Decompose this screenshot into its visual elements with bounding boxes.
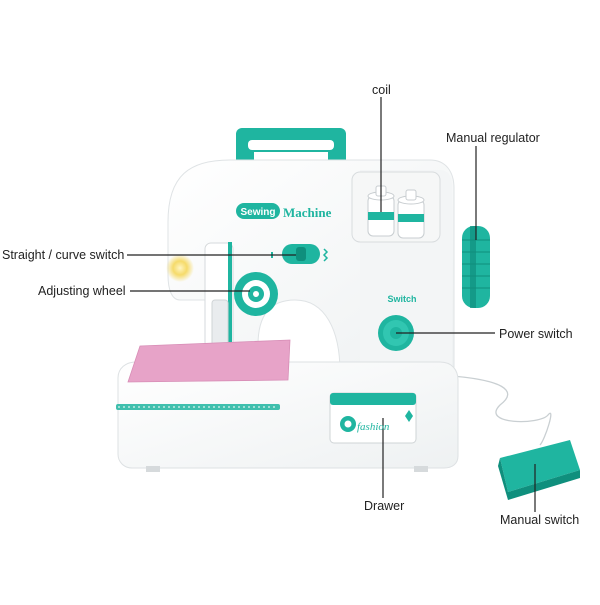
leader-lines	[127, 97, 536, 512]
label-manual-regulator: Manual regulator	[446, 131, 540, 145]
logo-machine-text: Machine	[283, 205, 332, 220]
drawer	[329, 392, 417, 444]
thread-compartment	[351, 171, 441, 243]
pedal-cord	[451, 375, 552, 446]
switch-text: Switch	[387, 294, 416, 304]
brand-logo	[236, 203, 280, 219]
label-straight-curve-switch: Straight / curve switch	[2, 248, 125, 262]
coil-spools	[367, 185, 425, 239]
label-drawer: Drawer	[364, 499, 405, 513]
foot-pedal	[498, 440, 580, 500]
adjusting-wheel	[234, 272, 278, 316]
label-adjusting-wheel: Adjusting wheel	[38, 284, 126, 298]
label-coil: coil	[372, 83, 391, 97]
label-manual-switch: Manual switch	[500, 513, 580, 527]
logo-sewing-text: Sewing	[240, 207, 275, 218]
manual-regulator-wheel	[462, 226, 490, 308]
fabric-cloth	[127, 339, 291, 383]
label-power-switch: Power switch	[499, 327, 573, 341]
drawer-fashion-text: fashion	[357, 421, 390, 433]
lamp-light	[166, 254, 194, 282]
